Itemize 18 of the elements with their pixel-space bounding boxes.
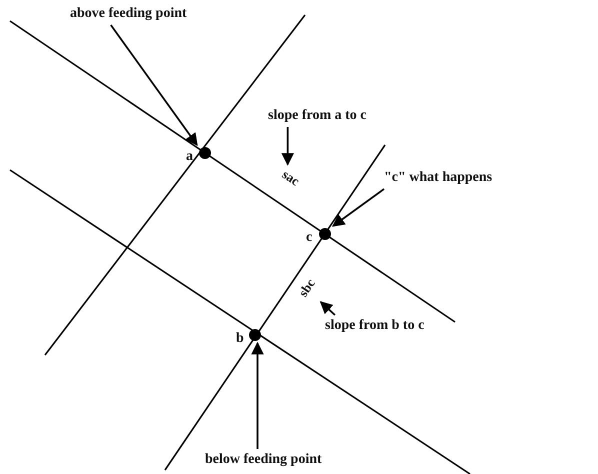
arrow — [251, 342, 264, 449]
point-dot — [319, 228, 331, 240]
point-dot — [249, 329, 261, 341]
line-label: sac — [279, 166, 302, 190]
callout-text: slope from b to c — [325, 318, 424, 334]
line-label: sbc — [295, 276, 319, 300]
point-label: b — [236, 331, 244, 347]
callout-text: "c" what happens — [384, 170, 492, 186]
arrow — [110, 24, 198, 146]
callout-text: slope from a to c — [268, 108, 366, 124]
arrow — [320, 301, 336, 316]
callout-text: below feeding point — [205, 452, 322, 468]
arrow — [281, 127, 294, 166]
point-label: c — [306, 230, 312, 246]
point-dot — [199, 147, 211, 159]
point-label: a — [186, 149, 193, 165]
callout-text: above feeding point — [70, 6, 187, 22]
arrow — [332, 188, 385, 227]
